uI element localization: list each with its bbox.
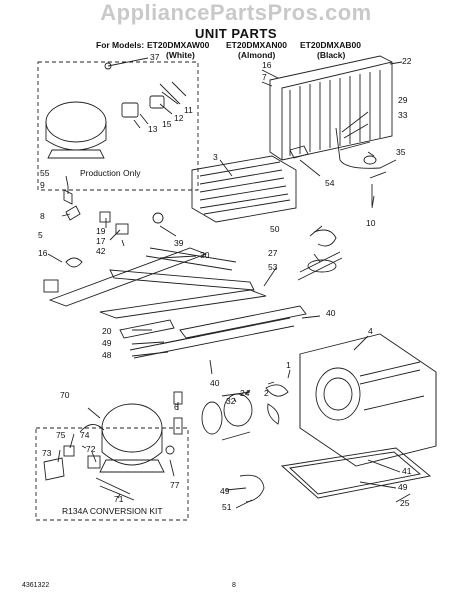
callout-16: 16 xyxy=(262,60,272,70)
watermark: AppliancePartsPros.com xyxy=(100,0,372,25)
callout-9: 9 xyxy=(40,180,45,190)
model-black-color: (Black) xyxy=(317,50,346,60)
callout-55: 55 xyxy=(40,168,50,178)
callout-4: 4 xyxy=(368,326,373,336)
callout-75: 75 xyxy=(56,430,66,440)
callout-71: 71 xyxy=(114,494,124,504)
callout-15: 15 xyxy=(162,119,172,129)
callout-49-mid: 49 xyxy=(102,338,112,348)
callout-1: 1 xyxy=(286,360,291,370)
callout-37: 37 xyxy=(150,52,160,62)
kit-label: R134A CONVERSION KIT xyxy=(62,506,163,516)
callout-39: 39 xyxy=(174,238,184,248)
callout-17: 17 xyxy=(96,236,106,246)
callout-40-right: 40 xyxy=(326,308,336,318)
callout-41: 41 xyxy=(402,466,412,476)
callout-32: 32 xyxy=(226,396,236,406)
callout-11: 11 xyxy=(184,105,193,115)
callout-49-low: 49 xyxy=(220,486,230,496)
callout-53: 53 xyxy=(268,262,278,272)
callout-19: 19 xyxy=(96,226,106,236)
callout-2: 2 xyxy=(264,388,269,398)
callout-20: 20 xyxy=(102,326,112,336)
model-almond-color: (Almond) xyxy=(238,50,276,60)
models-label: For Models: xyxy=(96,40,145,50)
callout-6: 6 xyxy=(174,402,179,412)
footer-doc-number: 4361322 xyxy=(22,582,50,589)
callout-29: 29 xyxy=(398,95,408,105)
callout-24: 24 xyxy=(240,388,250,398)
callout-27: 27 xyxy=(268,248,278,258)
callout-77: 77 xyxy=(170,480,180,490)
callout-42: 42 xyxy=(96,246,106,256)
callout-74: 74 xyxy=(80,430,90,440)
callout-73: 73 xyxy=(42,448,52,458)
callout-25: 25 xyxy=(400,498,410,508)
model-white-color: (White) xyxy=(166,50,195,60)
model-almond: ET20DMXAN00 xyxy=(226,40,287,50)
callout-10: 10 xyxy=(366,218,376,228)
callout-33: 33 xyxy=(398,110,408,120)
callout-72: 72 xyxy=(86,444,96,454)
callout-35: 35 xyxy=(396,147,406,157)
callout-70: 70 xyxy=(60,390,70,400)
callout-40-low: 40 xyxy=(210,378,220,388)
callout-48: 48 xyxy=(102,350,112,360)
callout-49-right: 49 xyxy=(398,482,408,492)
callout-3: 3 xyxy=(213,152,218,162)
callout-13: 13 xyxy=(148,124,158,134)
model-black: ET20DMXAB00 xyxy=(300,40,361,50)
callout-30: 30 xyxy=(200,250,210,260)
callout-12: 12 xyxy=(174,113,184,123)
callout-5: 5 xyxy=(38,230,43,240)
callout-7: 7 xyxy=(262,72,267,82)
callout-8: 8 xyxy=(40,211,45,221)
callout-16-left: 16 xyxy=(38,248,48,258)
page-title: UNIT PARTS xyxy=(194,26,278,41)
callout-22: 22 xyxy=(402,56,412,66)
callout-54: 54 xyxy=(325,178,335,188)
callout-50: 50 xyxy=(270,224,280,234)
production-only-label: Production Only xyxy=(80,168,141,178)
callout-51: 51 xyxy=(222,502,232,512)
model-white: ET20DMXAW00 xyxy=(147,40,210,50)
footer-page-number: 8 xyxy=(232,582,236,589)
